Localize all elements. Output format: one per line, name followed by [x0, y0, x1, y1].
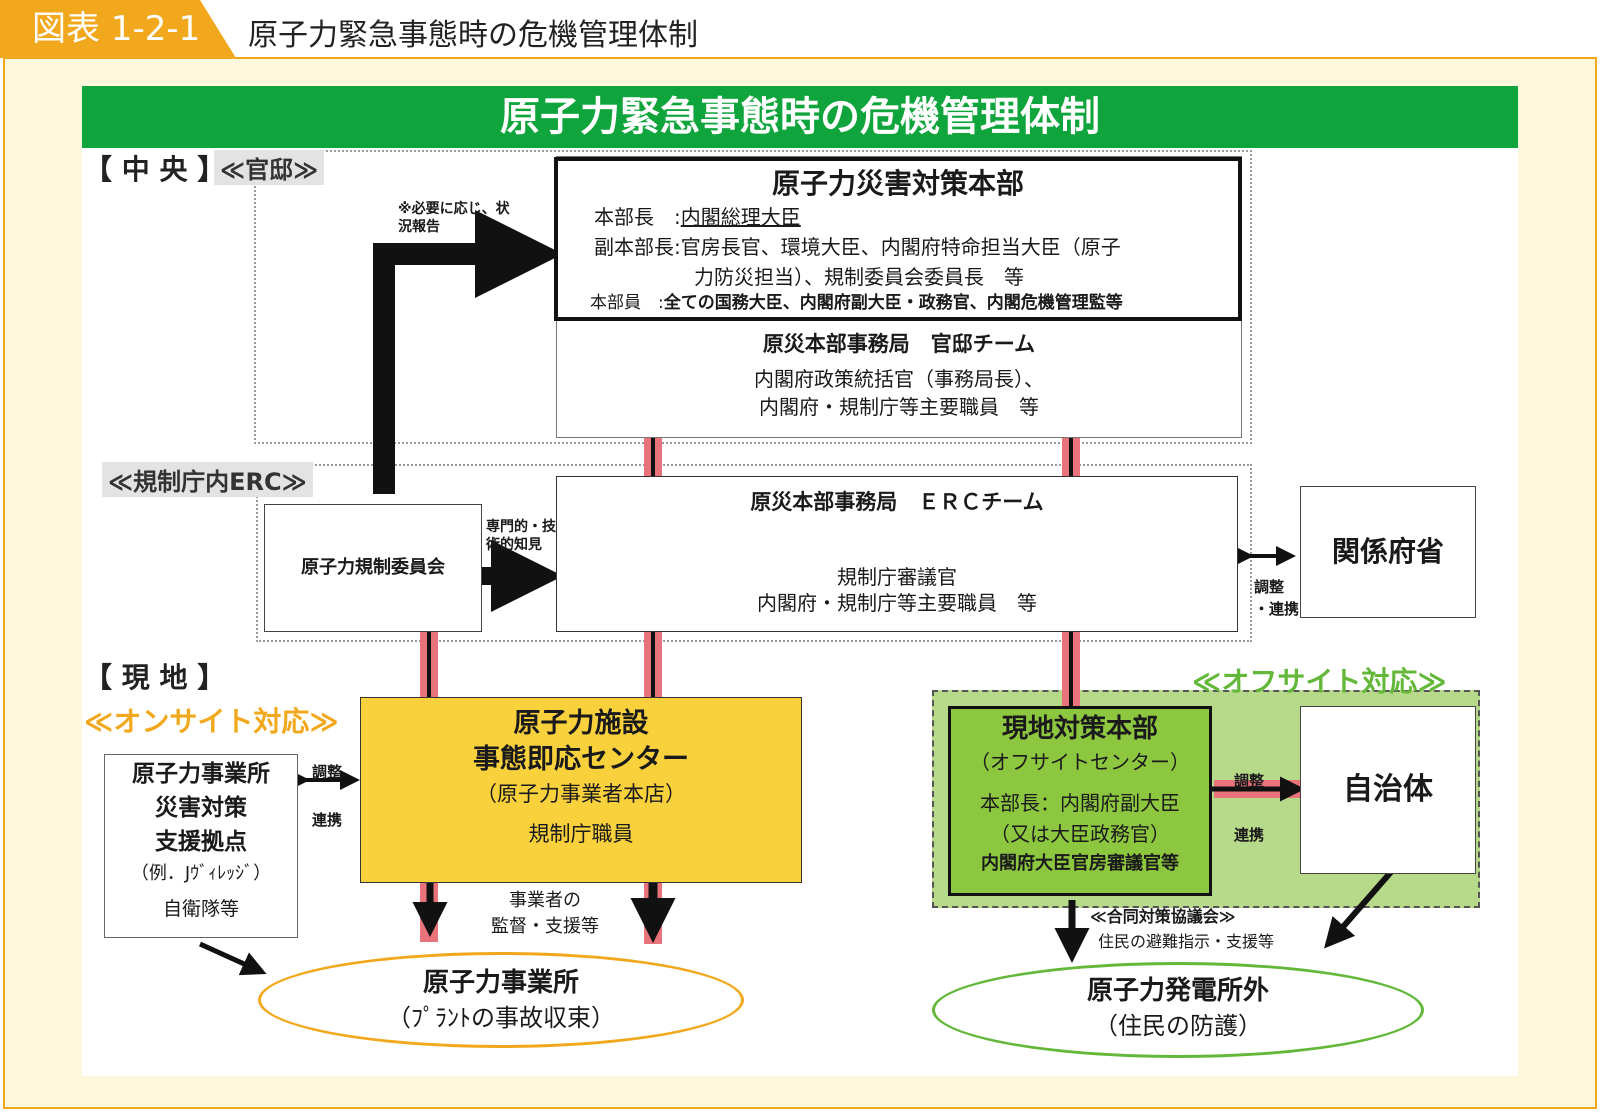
facility-center-line3: （原子力事業者本店）: [476, 782, 686, 806]
kantei-team-title: 原災本部事務局 官邸チーム: [762, 332, 1036, 356]
arrow-base-plant: [198, 941, 267, 976]
plant-ellipse: 原子力事業所 （ﾌﾟﾗﾝﾄの事故収束）: [258, 952, 744, 1048]
kantei-team-line1: 内閣府政策統括官（事務局長）、: [754, 367, 1044, 391]
hq-chief-line: 本部長 :内閣総理大臣: [594, 202, 801, 232]
support-base-box: 原子力事業所 災害対策 支援拠点 （例．Jｳﾞｨﾚｯｼﾞ） 自衛隊等: [104, 754, 298, 938]
local-hq-line2: （オフサイトセンター）: [970, 750, 1190, 774]
nuclear-disaster-hq-box: [554, 157, 1242, 321]
arrow-center-plant-1: [412, 882, 448, 942]
report-note-line2: 況報告: [398, 219, 440, 235]
report-note-line1: ※必要に応じ、状: [398, 201, 510, 217]
supervise-note: 事業者の 監督・支援等: [470, 888, 620, 940]
onsite-coord-note: 調整 連携: [312, 748, 342, 844]
outside-ellipse: 原子力発電所外 （住民の防護）: [932, 962, 1424, 1058]
local-hq-line1: 現地対策本部: [1001, 714, 1158, 744]
report-note: ※必要に応じ、状 況報告: [398, 200, 510, 236]
plant-line1: 原子力事業所: [422, 968, 579, 998]
hq-member-label: 本部員 :: [590, 293, 664, 313]
link-kantei-erc-left: [644, 438, 662, 476]
erc-team-line1: 規制庁審議官: [837, 565, 957, 589]
central-section-label: 【 中 央 】: [84, 153, 226, 186]
arrow-report-kantei: [373, 210, 563, 494]
outside-line1: 原子力発電所外: [1086, 976, 1269, 1006]
support-base-line3: 支援拠点: [155, 829, 247, 855]
figure-number-tab: 図表 1-2-1: [0, 0, 236, 58]
offsite-label: ≪オフサイト対応≫: [1192, 665, 1447, 698]
joint-council-label: ≪合同対策協議会≫: [1090, 907, 1236, 926]
page-title: 原子力緊急事態時の危機管理体制: [248, 18, 698, 53]
ministries-coord-note: 調整 ・連携: [1254, 576, 1299, 620]
hq-deputy-line1: 副本部長:官房長官、環境大臣、内閣府特命担当大臣（原子: [594, 235, 1121, 259]
hq-chief-label: 本部長 :: [594, 205, 681, 229]
support-base-line1: 原子力事業所: [132, 761, 270, 787]
kantei-team-line2: 内閣府・規制庁等主要職員 等: [759, 395, 1039, 419]
offsite-coord-1: 調整: [1234, 772, 1265, 790]
onsite-coord-2: 連携: [312, 811, 343, 829]
onsite-label: ≪オンサイト対応≫: [84, 705, 339, 738]
plant-line2: （ﾌﾟﾗﾝﾄの事故収束）: [387, 1004, 615, 1032]
facility-center-line1: 原子力施設: [513, 708, 649, 739]
expert-note-line2: 術的知見: [486, 537, 542, 553]
local-section-label: 【 現 地 】: [84, 661, 226, 694]
hq-chief-value: 内閣総理大臣: [680, 205, 801, 229]
hq-deputy-line2: 力防災担当）、規制委員会委員長 等: [694, 265, 1024, 289]
facility-center-box: 原子力施設 事態即応センター （原子力事業者本店） 規制庁職員: [360, 697, 802, 883]
diagram-banner: 原子力緊急事態時の危機管理体制: [82, 86, 1518, 148]
erc-team-title: 原災本部事務局 ＥＲＣチーム: [750, 490, 1044, 514]
nra-box: 原子力規制委員会: [264, 504, 482, 632]
erc-team-line2: 内閣府・規制庁等主要職員 等: [757, 591, 1037, 615]
local-hq-line3: 本部長：内閣府副大臣: [980, 791, 1180, 815]
local-hq-line5: 内閣府大臣官房審議官等: [981, 853, 1179, 874]
expert-note: 専門的・技 術的知見: [486, 518, 556, 554]
hq-member-value: 全ての国務大臣、内閣府副大臣・政務官、内閣危機管理監等: [663, 293, 1123, 313]
ministries-coord-1: 調整: [1254, 578, 1285, 596]
link-kantei-erc-right: [1062, 438, 1080, 476]
nuclear-disaster-hq-title: 原子力災害対策本部: [771, 167, 1024, 200]
facility-center-line4: 規制庁職員: [528, 822, 634, 846]
ministries-box: 関係府省: [1300, 486, 1476, 618]
arrow-center-plant-2: [630, 882, 676, 944]
evacuation-note: 住民の避難指示・支援等: [1098, 932, 1275, 951]
link-erc-localhq: [1062, 632, 1080, 708]
expert-note-line1: 専門的・技: [486, 519, 556, 535]
erc-team-box: [556, 476, 1238, 632]
outside-line2: （住民の防護）: [1094, 1012, 1262, 1040]
link-erc-center: [644, 632, 662, 698]
ministries-coord-2: ・連携: [1254, 600, 1300, 618]
supervise-line1: 事業者の: [509, 890, 581, 911]
supervise-line2: 監督・支援等: [491, 916, 599, 937]
local-hq-line4: （又は大臣政務官）: [990, 822, 1170, 846]
offsite-coord-2: 連携: [1234, 826, 1265, 844]
support-base-line2: 災害対策: [155, 795, 247, 821]
link-nra-center: [420, 632, 438, 698]
kantei-region: [254, 150, 1252, 444]
onsite-coord-1: 調整: [312, 763, 343, 781]
offsite-coord-note: 調整 連携: [1234, 754, 1264, 862]
erc-label: ≪規制庁内ERC≫: [102, 462, 313, 497]
local-hq-box: 現地対策本部 （オフサイトセンター） 本部長：内閣府副大臣 （又は大臣政務官） …: [948, 706, 1212, 896]
support-base-line4: （例．Jｳﾞｨﾚｯｼﾞ）: [130, 863, 272, 884]
facility-center-line2: 事態即応センター: [473, 744, 689, 775]
hq-member-line: 本部員 :全ての国務大臣、内閣府副大臣・政務官、内閣危機管理監等: [590, 292, 1123, 314]
support-base-line5: 自衛隊等: [162, 898, 239, 920]
kantei-label: ≪官邸≫: [214, 150, 325, 185]
municipality-box: 自治体: [1300, 706, 1476, 874]
